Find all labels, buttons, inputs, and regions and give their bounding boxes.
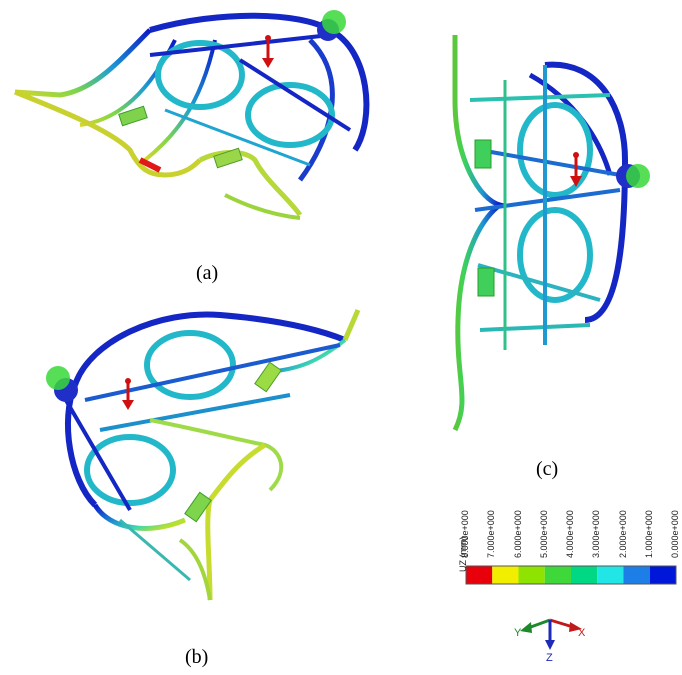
legend-tick-label: 7.000e+000 — [486, 510, 497, 558]
panel-b-label: (b) — [185, 646, 208, 668]
legend-swatch — [597, 566, 624, 584]
legend-swatch — [518, 566, 545, 584]
legend-title: UZ (mm) — [458, 536, 468, 573]
legend-tick-label: 5.000e+000 — [538, 510, 549, 558]
panel-a-model — [14, 10, 370, 220]
legend-swatch — [492, 566, 519, 584]
panel-c-label: (c) — [536, 458, 558, 480]
axis-y-label: Y — [514, 627, 522, 639]
axis-triad: X Y Z — [514, 618, 586, 664]
legend-color-bar — [465, 565, 677, 585]
legend-frame — [465, 565, 677, 585]
legend-swatch — [544, 566, 571, 584]
legend-tick-label: 0.000e+000 — [670, 510, 680, 558]
legend-swatch — [649, 566, 676, 584]
legend-swatch — [466, 566, 493, 584]
panel-b-model — [46, 309, 361, 601]
legend-tick-label: 3.000e+000 — [591, 510, 602, 558]
legend-tick-label: 1.000e+000 — [643, 510, 654, 558]
panel-c-model — [452, 35, 650, 432]
legend-tick-label: 2.000e+000 — [617, 510, 628, 558]
legend-tick-label: 6.000e+000 — [512, 510, 523, 558]
axis-x-label: X — [578, 627, 586, 639]
legend-tick-label: 4.000e+000 — [565, 510, 575, 558]
legend-swatch — [571, 566, 598, 584]
panel-a-label: (a) — [196, 262, 218, 284]
legend-swatch — [623, 566, 650, 584]
axis-z-label: Z — [546, 652, 553, 664]
